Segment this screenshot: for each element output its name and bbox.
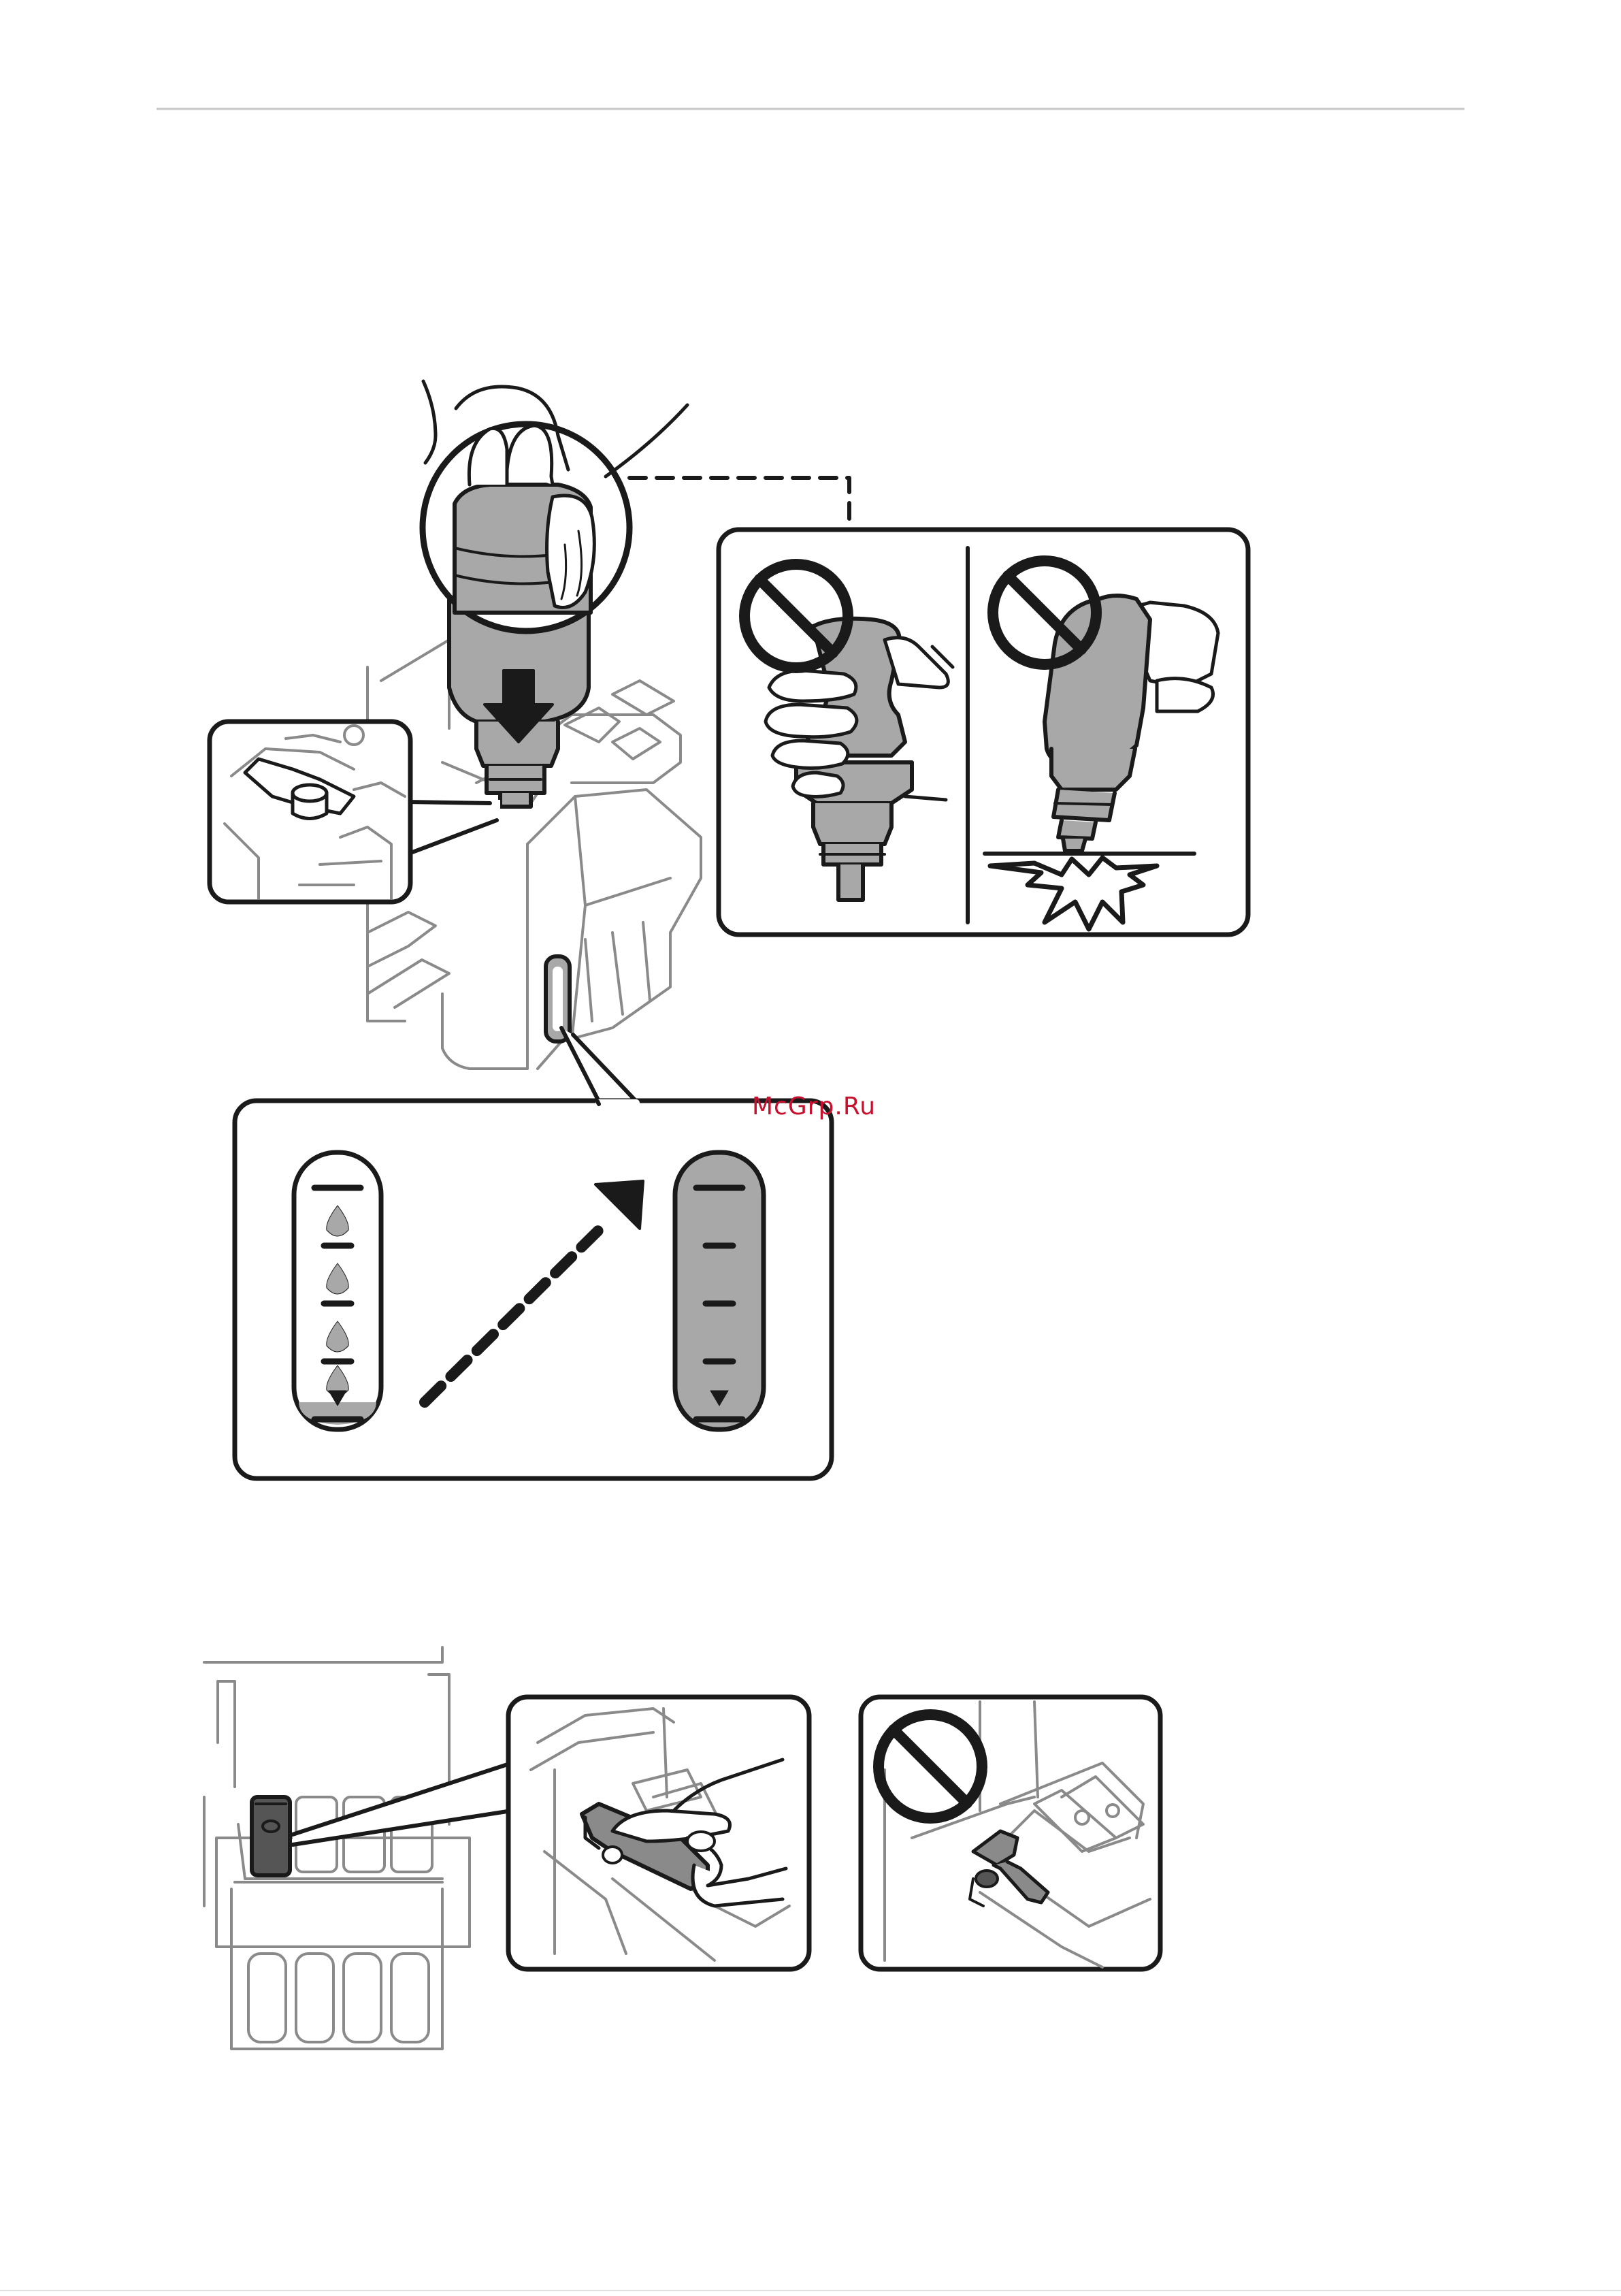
warning-connector-dashed: [629, 478, 849, 519]
gauge-callout-pointer: [561, 1028, 636, 1101]
tank-gauge-filling: [294, 1152, 381, 1429]
cap-callout-pointer: [293, 1763, 512, 1845]
refill-ink-bottle-figure: [210, 381, 1248, 1478]
tank-unit-overview: [204, 1647, 470, 2049]
ink-level-gauge-box: [235, 1101, 832, 1478]
press-cap-zoom-box: [508, 1697, 809, 1969]
tank-port-zoom-box: [210, 722, 500, 902]
open-cap-warning-box: [861, 1697, 1160, 1969]
do-not-warning-box: [719, 530, 1248, 935]
grip-zoom-circle: [423, 424, 629, 631]
tank-gauge-full: [675, 1152, 764, 1429]
close-tank-cap-figure: [204, 1647, 1160, 2049]
watermark-text: McGrp.Ru: [752, 1093, 876, 1120]
closed-cap-highlight: [252, 1797, 290, 1875]
